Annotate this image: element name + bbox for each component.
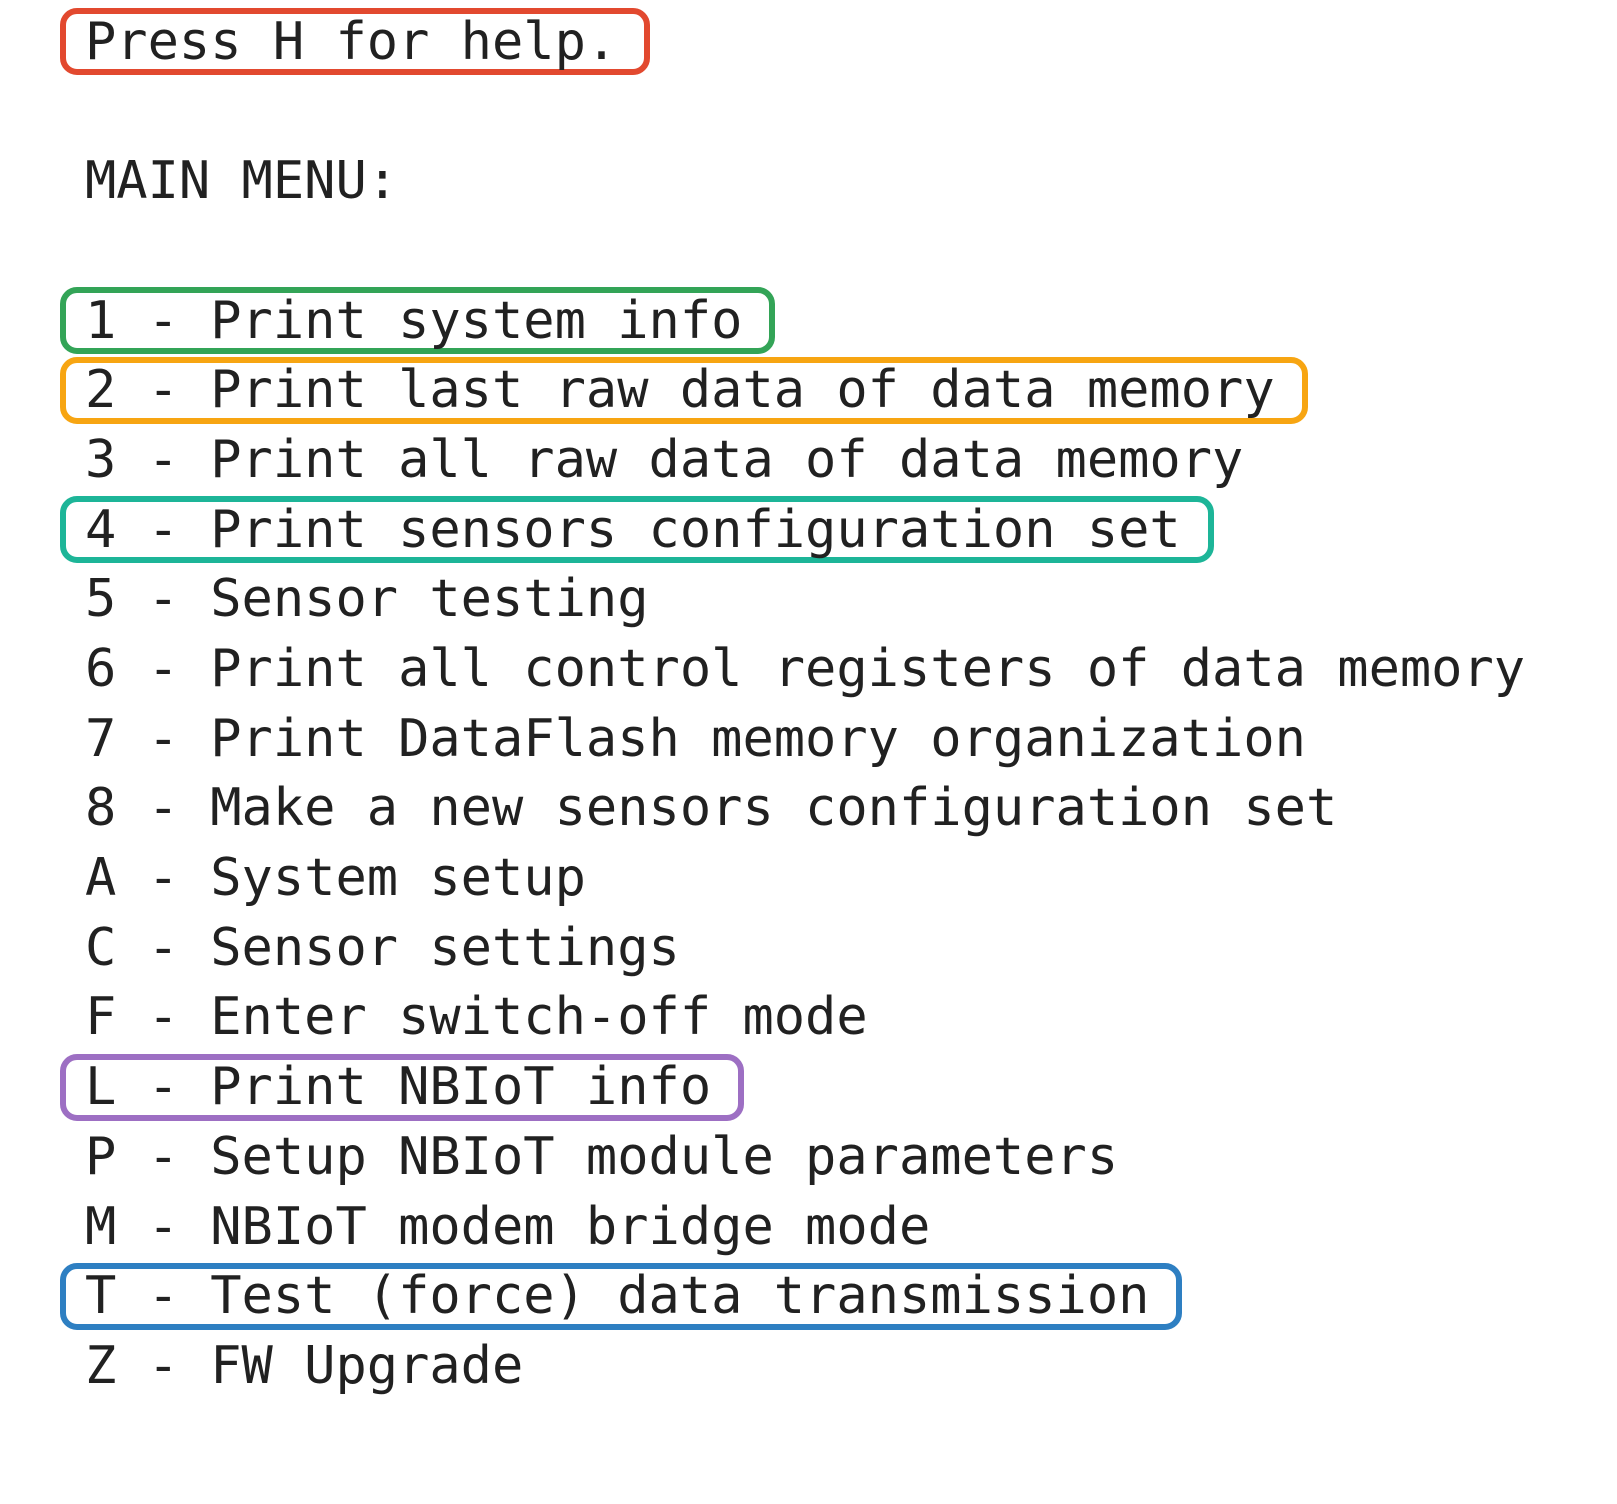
menu-item-1: 1 - Print system info — [0, 286, 1617, 356]
menu-item-label: A - System setup — [85, 848, 586, 909]
menu-title: MAIN MENU: — [85, 151, 399, 212]
menu-item-2: 2 - Print last raw data of data memory — [0, 355, 1617, 425]
menu-item-F: F - Enter switch-off mode — [0, 983, 1617, 1053]
menu-item-P: P - Setup NBIoT module parameters — [0, 1122, 1617, 1192]
menu-item-label-highlighted-blue: T - Test (force) data transmission — [60, 1262, 1183, 1330]
blank-line — [0, 77, 1617, 147]
menu-item-A: A - System setup — [0, 843, 1617, 913]
help-text-highlighted-red: Press H for help. — [60, 8, 651, 76]
menu-item-label: F - Enter switch-off mode — [85, 987, 868, 1048]
menu-title-line: MAIN MENU: — [0, 146, 1617, 216]
menu-item-label: P - Setup NBIoT module parameters — [85, 1126, 1119, 1187]
menu-item-5: 5 - Sensor testing — [0, 565, 1617, 635]
menu-item-label: 3 - Print all raw data of data memory — [85, 429, 1244, 490]
menu-item-label: 7 - Print DataFlash memory organization — [85, 708, 1306, 769]
menu-item-label: C - Sensor settings — [85, 917, 680, 978]
blank-line — [0, 216, 1617, 286]
menu-item-3: 3 - Print all raw data of data memory — [0, 425, 1617, 495]
menu-item-8: 8 - Make a new sensors configuration set — [0, 774, 1617, 844]
help-line: Press H for help. — [0, 7, 1617, 77]
menu-item-Z: Z - FW Upgrade — [0, 1331, 1617, 1401]
menu-item-label: 6 - Print all control registers of data … — [85, 639, 1526, 700]
menu-item-T: T - Test (force) data transmission — [0, 1261, 1617, 1331]
menu-item-7: 7 - Print DataFlash memory organization — [0, 704, 1617, 774]
menu-item-label: 8 - Make a new sensors configuration set — [85, 778, 1338, 839]
menu-item-L: L - Print NBIoT info — [0, 1052, 1617, 1122]
menu-item-C: C - Sensor settings — [0, 913, 1617, 983]
menu-item-label-highlighted-green: 1 - Print system info — [60, 287, 776, 355]
menu-item-label: Z - FW Upgrade — [85, 1335, 524, 1396]
menu-item-label: M - NBIoT modem bridge mode — [85, 1196, 931, 1257]
menu-item-label-highlighted-purple: L - Print NBIoT info — [60, 1053, 745, 1121]
menu-item-label: 5 - Sensor testing — [85, 569, 649, 630]
menu-item-M: M - NBIoT modem bridge mode — [0, 1192, 1617, 1262]
menu-item-6: 6 - Print all control registers of data … — [0, 634, 1617, 704]
menu-item-label-highlighted-teal: 4 - Print sensors configuration set — [60, 496, 1214, 564]
menu-item-4: 4 - Print sensors configuration set — [0, 495, 1617, 565]
menu-item-label-highlighted-orange: 2 - Print last raw data of data memory — [60, 356, 1308, 424]
